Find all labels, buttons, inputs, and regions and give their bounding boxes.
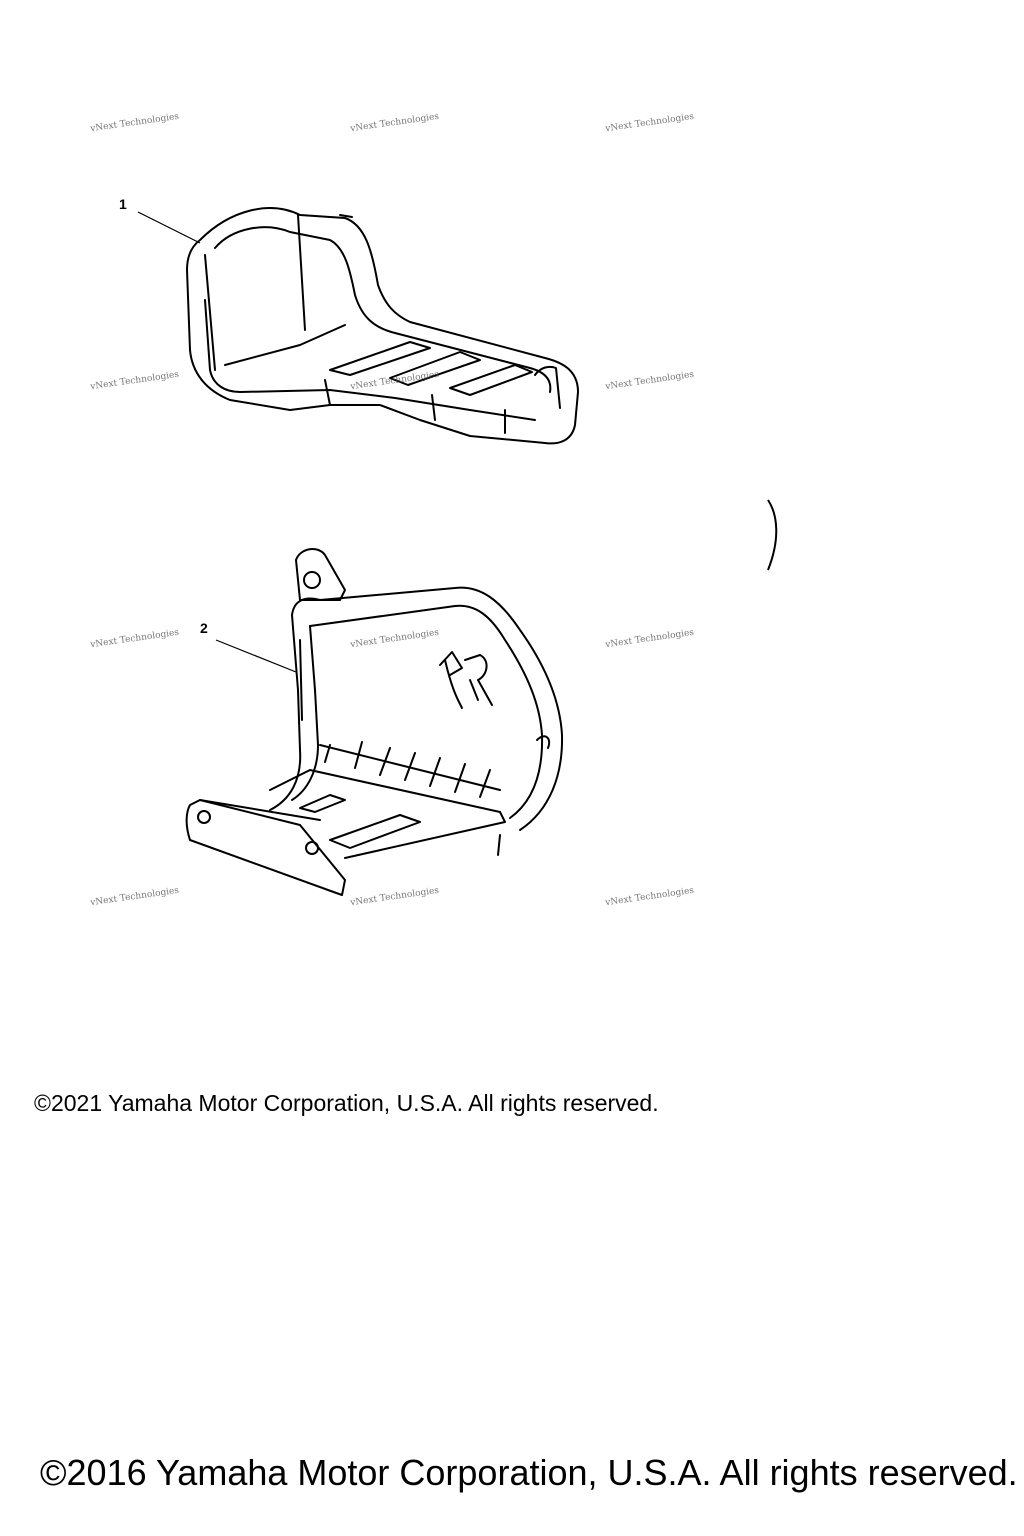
edge-fragment [767, 499, 778, 571]
callout-1: 1 [119, 196, 127, 212]
part-2-tube-guard [185, 548, 564, 896]
callout-2: 2 [200, 620, 208, 636]
leader-line-1 [137, 211, 201, 244]
copyright-notice-2021: ©2021 Yamaha Motor Corporation, U.S.A. A… [34, 1090, 659, 1116]
copyright-notice-2016: ©2016 Yamaha Motor Corporation, U.S.A. A… [40, 1452, 1018, 1493]
part-1-foot-guard [186, 207, 579, 445]
leader-line-2 [215, 639, 297, 673]
